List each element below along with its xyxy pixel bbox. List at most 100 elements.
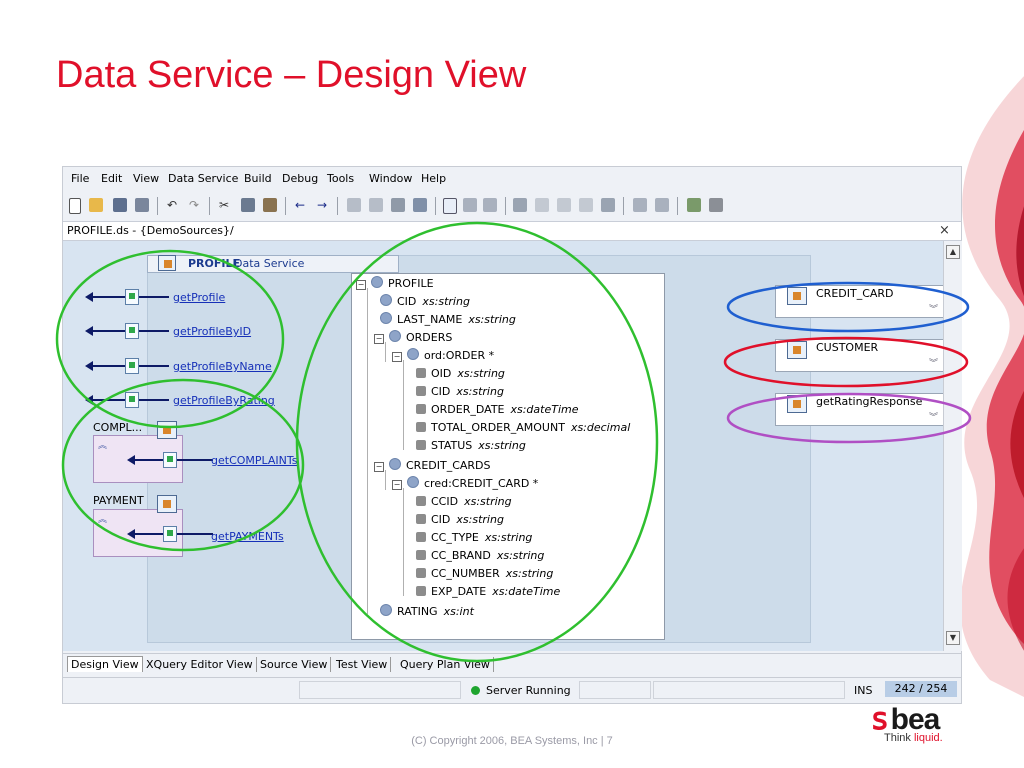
menu-tools[interactable]: Tools — [327, 172, 355, 185]
expand-chevron-icon[interactable]: ︾ — [928, 413, 938, 423]
step-out-icon[interactable] — [579, 198, 593, 212]
source-customer[interactable]: CUSTOMER ︾ — [775, 339, 945, 373]
operation-link[interactable]: getCOMPLAINTs — [211, 454, 298, 467]
operation-link[interactable]: getPAYMENTs — [211, 530, 284, 543]
attribute-node-icon — [416, 532, 426, 542]
step-icon[interactable] — [513, 198, 527, 212]
save-all-icon[interactable] — [135, 198, 149, 212]
collapse-toggle-icon[interactable]: − — [392, 480, 402, 490]
element-node-icon — [389, 458, 401, 470]
breakpoint-icon[interactable] — [601, 198, 615, 212]
redo-icon[interactable]: ↷ — [189, 198, 200, 212]
tab-xquery-editor-view[interactable]: XQuery Editor View — [143, 657, 257, 672]
undo-icon[interactable]: ↶ — [167, 198, 178, 212]
operation-link[interactable]: getProfileByID — [173, 325, 252, 338]
menu-view[interactable]: View — [133, 172, 160, 185]
tree-node-type: xs:string — [505, 567, 554, 580]
attribute-node-icon — [416, 386, 426, 396]
tree-node-type: xs:string — [478, 439, 526, 452]
tree-node-type: xs:string — [422, 295, 470, 308]
collapse-chevron-icon[interactable]: ︽ — [98, 515, 108, 525]
close-editor-icon[interactable]: × — [939, 223, 950, 238]
attribute-node-icon — [416, 568, 426, 578]
find-icon[interactable] — [391, 198, 405, 212]
deploy-icon[interactable] — [687, 198, 701, 212]
tree-node-label: CID — [431, 385, 451, 398]
undeploy-icon[interactable] — [709, 198, 723, 212]
menu-build[interactable]: Build — [244, 172, 272, 185]
source-get-rating-response[interactable]: getRatingResponse ︾ — [775, 393, 945, 427]
outdent-icon[interactable] — [347, 198, 361, 212]
expand-chevron-icon[interactable]: ︾ — [928, 359, 938, 369]
tree-node-order[interactable]: − ord:ORDER * — [392, 347, 494, 365]
run-icon[interactable] — [443, 198, 457, 214]
tree-node-label: LAST_NAME — [397, 313, 463, 326]
variables-icon[interactable] — [655, 198, 669, 212]
collapse-chevron-icon[interactable]: ︽ — [98, 441, 108, 451]
vertical-scrollbar[interactable]: ▲ ▼ — [943, 241, 962, 651]
menu-data-service[interactable]: Data Service — [168, 172, 239, 185]
back-arrow-icon[interactable]: ← — [295, 198, 306, 212]
menu-help[interactable]: Help — [421, 172, 447, 185]
open-folder-icon[interactable] — [89, 198, 103, 212]
tab-source-view[interactable]: Source View — [257, 657, 332, 672]
collapse-toggle-icon[interactable]: − — [356, 280, 366, 290]
collapse-toggle-icon[interactable]: − — [374, 462, 384, 472]
tree-node-label: OID — [431, 367, 452, 380]
expand-chevron-icon[interactable]: ︾ — [928, 305, 938, 315]
menu-window[interactable]: Window — [369, 172, 413, 185]
tab-query-plan-view[interactable]: Query Plan View — [397, 657, 494, 672]
scroll-down-icon[interactable]: ▼ — [946, 631, 960, 645]
tree-node-credit-cards[interactable]: −CREDIT_CARDS — [374, 457, 491, 475]
menu-debug[interactable]: Debug — [282, 172, 319, 185]
tab-design-view[interactable]: Design View — [67, 656, 143, 672]
tree-node-orders[interactable]: −ORDERS — [374, 329, 452, 347]
pause-icon[interactable] — [463, 198, 477, 212]
menu-file[interactable]: File — [71, 172, 90, 185]
tree-node-profile[interactable]: −PROFILE — [356, 275, 434, 293]
operation-link[interactable]: getProfile — [173, 291, 226, 304]
save-icon[interactable] — [113, 198, 127, 212]
scroll-up-icon[interactable]: ▲ — [946, 245, 960, 259]
tree-node-credit-card[interactable]: −cred:CREDIT_CARD * — [392, 475, 538, 493]
source-credit-card[interactable]: CREDIT_CARD ︾ — [775, 285, 945, 319]
status-bar: Server Running INS 242 / 254 — [63, 677, 961, 702]
cut-icon[interactable]: ✂ — [219, 198, 230, 212]
element-node-icon — [371, 276, 383, 288]
find-replace-icon[interactable] — [413, 198, 427, 212]
copy-icon[interactable] — [241, 198, 255, 212]
new-file-icon[interactable] — [69, 198, 81, 214]
tab-test-view[interactable]: Test View — [333, 657, 392, 672]
forward-arrow-icon[interactable]: → — [317, 198, 328, 212]
operation-link[interactable]: getProfileByName — [173, 360, 272, 373]
tree-node-label: ord:ORDER * — [424, 349, 495, 362]
indent-icon[interactable] — [369, 198, 383, 212]
step-into-icon[interactable] — [535, 198, 549, 212]
menu-edit[interactable]: Edit — [101, 172, 123, 185]
watch-icon[interactable] — [633, 198, 647, 212]
step-over-icon[interactable] — [557, 198, 571, 212]
data-service-name: PROFILE — [188, 257, 241, 270]
paste-icon[interactable] — [263, 198, 277, 212]
operation-icon — [125, 323, 139, 339]
stop-icon[interactable] — [483, 198, 497, 212]
tree-node-type: xs:string — [464, 495, 512, 508]
collapse-toggle-icon[interactable]: − — [392, 352, 402, 362]
editor-file-path: PROFILE.ds - {DemoSources}/ — [67, 224, 234, 237]
operation-link[interactable]: getProfileByRating — [173, 394, 275, 407]
collapse-toggle-icon[interactable]: − — [374, 334, 384, 344]
